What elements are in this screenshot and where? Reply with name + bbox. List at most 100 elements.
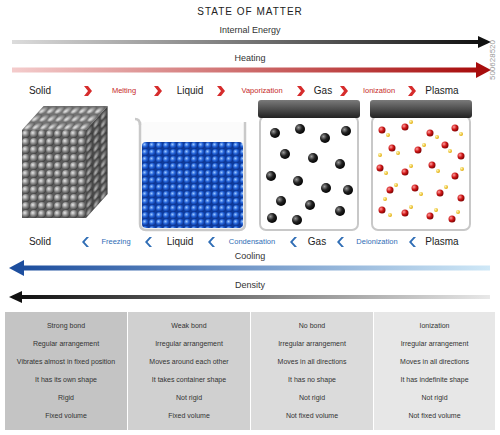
plasma-jar — [370, 100, 472, 118]
plasma-jar — [402, 210, 409, 217]
plasma-jar — [409, 120, 413, 124]
gas-jar — [267, 213, 277, 223]
gas-jar — [280, 149, 290, 159]
cooling-arrow — [22, 266, 490, 271]
property-cell: It has no shape — [288, 376, 336, 384]
density-arrow — [9, 291, 22, 303]
property-cell: Fixed volume — [168, 412, 210, 420]
cooling-chevron — [409, 237, 416, 247]
gas-jar — [292, 215, 302, 225]
plasma-jar — [422, 143, 426, 147]
plasma-jar — [386, 133, 390, 137]
process-name: Vaporization — [241, 87, 282, 95]
property-column: Weak bondIrregular arrangementMoves arou… — [128, 312, 250, 430]
gas-jar — [320, 133, 330, 143]
plasma-jar — [452, 173, 459, 180]
gas-jar — [276, 196, 286, 206]
plasma-jar — [458, 195, 465, 202]
liquid-beaker — [140, 122, 245, 230]
heating-chevron — [84, 86, 92, 96]
heating-chevron — [340, 86, 348, 96]
property-cell: Not rigid — [421, 394, 447, 402]
gas-jar — [266, 124, 353, 225]
internal-energy-arrow — [12, 40, 480, 44]
gas-jar — [341, 126, 351, 136]
gas-jar — [270, 128, 280, 138]
diagram-title: STATE OF MATTER — [197, 7, 303, 17]
property-cell: Moves in all directions — [400, 358, 469, 366]
plasma-jar — [412, 185, 419, 192]
cooling-arrow — [9, 260, 490, 276]
gas-jar — [258, 100, 360, 118]
cooling-chevron — [290, 237, 297, 247]
property-cell: Not fixed volume — [408, 412, 460, 420]
plasma-jar — [378, 153, 382, 157]
state-name: Gas — [308, 237, 326, 247]
plasma-jar — [409, 205, 413, 209]
solid-cube — [22, 106, 108, 218]
internal-energy-arrow — [12, 36, 491, 48]
state-name: Solid — [29, 237, 51, 247]
plasma-jar — [460, 167, 464, 171]
plasma-jar — [419, 192, 423, 196]
axis-label: Cooling — [235, 252, 266, 261]
cooling-chevron — [337, 237, 344, 247]
plasma-jar — [402, 169, 409, 176]
plasma-jar — [370, 100, 472, 230]
state-name: Plasma — [425, 237, 458, 247]
plasma-jar — [379, 207, 386, 214]
plasma-jar — [378, 120, 464, 217]
property-cell: Not rigid — [176, 394, 202, 402]
solid-cube — [22, 130, 86, 218]
plasma-jar — [379, 127, 386, 134]
property-cell: Moves in all directions — [278, 358, 347, 366]
state-name: Liquid — [167, 237, 194, 247]
density-arrow — [9, 291, 490, 303]
axis-label: Internal Energy — [219, 26, 280, 35]
solid-cube — [22, 130, 86, 218]
heating-chevron — [408, 86, 416, 96]
plasma-jar — [402, 124, 409, 131]
process-name: Deionization — [356, 238, 397, 246]
plasma-jar — [383, 197, 387, 201]
property-cell: No bond — [299, 322, 325, 330]
property-column: Strong bondRegular arrangementVibrates a… — [5, 312, 127, 430]
property-cell: Irregular arrangement — [155, 340, 223, 348]
liquid-beaker — [142, 142, 243, 228]
plasma-jar — [396, 151, 400, 155]
cooling-chevron — [208, 237, 215, 247]
process-name: Condensation — [229, 238, 275, 246]
plasma-jar — [449, 216, 456, 223]
plasma-jar — [436, 169, 440, 173]
solid-cube — [86, 106, 108, 218]
cooling-chevron — [145, 237, 152, 247]
state-name: Solid — [29, 86, 51, 96]
solid-cube — [86, 106, 108, 218]
plasma-jar — [415, 147, 422, 154]
plasma-jar — [442, 142, 449, 149]
gas-jar — [343, 185, 353, 195]
heating-arrow — [12, 62, 491, 78]
plasma-jar — [427, 213, 434, 220]
process-name: Melting — [112, 87, 136, 95]
plasma-jar — [384, 171, 388, 175]
solid-cube — [86, 106, 108, 218]
watermark: 500628520 — [489, 40, 497, 80]
state-name: Liquid — [177, 86, 204, 96]
cooling-chevron — [82, 237, 416, 247]
gas-jar — [266, 171, 276, 181]
plasma-jar — [394, 183, 398, 187]
plasma-jar — [377, 124, 465, 223]
plasma-jar — [388, 213, 392, 217]
property-cell: Fixed volume — [45, 412, 87, 420]
property-column: No bondIrregular arrangementMoves in all… — [251, 312, 373, 430]
process-name: Ionization — [363, 87, 395, 95]
plasma-jar — [427, 130, 434, 137]
plasma-jar — [434, 208, 438, 212]
plasma-jar — [459, 132, 463, 136]
property-cell: Ionization — [420, 322, 450, 330]
property-cell: Moves around each other — [149, 358, 228, 366]
gas-jar — [260, 116, 358, 230]
plasma-jar — [389, 145, 396, 152]
